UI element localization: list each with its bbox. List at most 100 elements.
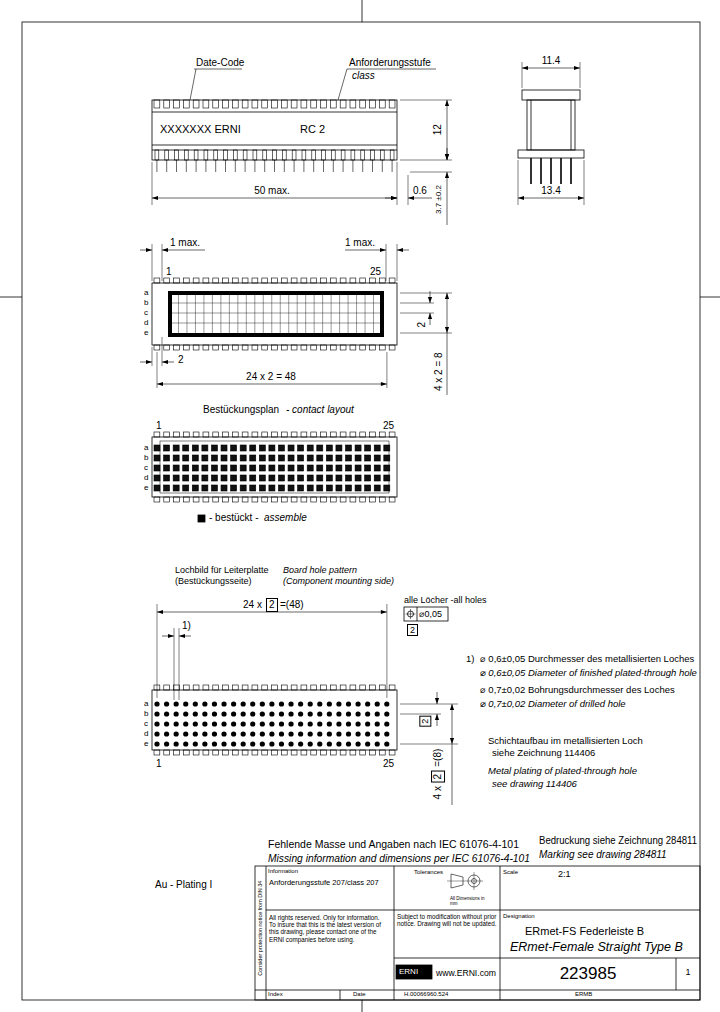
connector-detail (382, 160, 383, 172)
connector-detail (174, 701, 179, 706)
connector-detail (231, 701, 236, 706)
connector-detail (174, 685, 180, 690)
connector-detail (365, 295, 366, 333)
connector-detail (173, 475, 179, 481)
connector-detail (154, 485, 160, 491)
connector-detail (370, 100, 376, 108)
connector-detail (336, 455, 342, 461)
drawing-label: (Bestückungsseite) (175, 576, 252, 586)
connector-detail (272, 432, 278, 437)
cell-text: 223985 (560, 964, 617, 984)
connector-detail (384, 711, 389, 716)
connector-detail (202, 475, 208, 481)
front-view (152, 100, 397, 160)
connector-detail (360, 345, 366, 350)
connector-detail (183, 731, 188, 736)
drawing-label: Bedruckung siehe Zeichnung 284811 (539, 835, 697, 847)
connector-detail (322, 150, 326, 160)
drawing-label: Index (268, 991, 283, 998)
connector-detail (164, 100, 170, 108)
top-view (157, 384, 387, 385)
connector-detail (202, 711, 207, 716)
top-view (162, 250, 174, 251)
sheet-frame (22, 22, 700, 1000)
connector-detail (301, 100, 307, 108)
connector-detail (330, 100, 336, 108)
connector-detail (174, 721, 179, 726)
connector-detail (392, 160, 393, 172)
connector-detail (317, 485, 323, 491)
connector-detail (221, 701, 226, 706)
connector-detail (317, 475, 323, 481)
connector-detail (374, 445, 380, 451)
connector-detail (260, 721, 265, 726)
drawing-label: Metal plating of plated-through hole (488, 766, 637, 777)
drawing-label: Consider protection notice from DIN 34 (257, 880, 263, 975)
drawing-label: 24 x 2 = 48 (246, 371, 296, 383)
connector-detail (301, 750, 307, 755)
title-block-cell: TolerancesAll Dimensions in mm (394, 866, 500, 910)
front-view (408, 198, 432, 199)
contact-layout (152, 437, 397, 522)
connector-detail (374, 475, 380, 481)
connector-detail (232, 100, 238, 108)
connector-detail (164, 432, 170, 437)
connector-detail (211, 445, 217, 451)
connector-detail (172, 313, 380, 314)
connector-detail (212, 731, 217, 736)
connector-detail (298, 465, 304, 471)
drawing-label: c (144, 719, 148, 728)
connector-detail (384, 445, 390, 451)
connector-detail (202, 455, 208, 461)
connector-detail (223, 685, 229, 690)
connector-detail (252, 497, 258, 502)
connector-detail (166, 160, 167, 172)
connector-detail (291, 432, 297, 437)
connector-detail (389, 497, 395, 502)
connector-detail (211, 465, 217, 471)
connector-detail (301, 345, 307, 350)
connector-detail (370, 497, 376, 502)
connector-detail (214, 150, 218, 160)
connector-detail (262, 497, 268, 502)
connector-detail (269, 711, 274, 716)
connector-detail (203, 497, 209, 502)
connector-detail (370, 278, 376, 283)
drawing-label: 1 (156, 420, 162, 432)
connector-detail (154, 711, 159, 716)
connector-detail (164, 741, 169, 746)
connector-detail (240, 465, 246, 471)
connector-detail (164, 685, 170, 690)
connector-detail (288, 445, 294, 451)
drawing-label: b (144, 298, 148, 307)
connector-detail (281, 432, 287, 437)
connector-detail (183, 497, 189, 502)
connector-details (154, 100, 395, 755)
connector-detail (361, 150, 365, 160)
cell-text: Information (268, 868, 298, 875)
drawing-label: e (144, 483, 148, 492)
connector-detail (193, 750, 199, 755)
title-block-cell: DesignationERmet-FS Federleiste BERmet-F… (500, 910, 700, 958)
connector-detail (372, 160, 373, 172)
connector-detail (346, 701, 351, 706)
connector-detail (175, 150, 179, 160)
connector-detail (241, 701, 246, 706)
title-block (255, 866, 700, 1000)
connector-detail (360, 100, 366, 108)
connector-detail (250, 701, 255, 706)
connector-detail (355, 731, 360, 736)
connector-detail (205, 160, 206, 172)
connector-detail (278, 465, 284, 471)
connector-detail (259, 475, 265, 481)
connector-detail (231, 711, 236, 716)
drawing-label: class (352, 70, 375, 82)
connector-detail (365, 485, 371, 491)
connector-detail (252, 278, 258, 283)
connector-detail (183, 445, 189, 451)
connector-detail (330, 750, 336, 755)
connector-detail (233, 150, 237, 160)
connector-detail (176, 160, 177, 172)
connector-detail (279, 711, 284, 716)
